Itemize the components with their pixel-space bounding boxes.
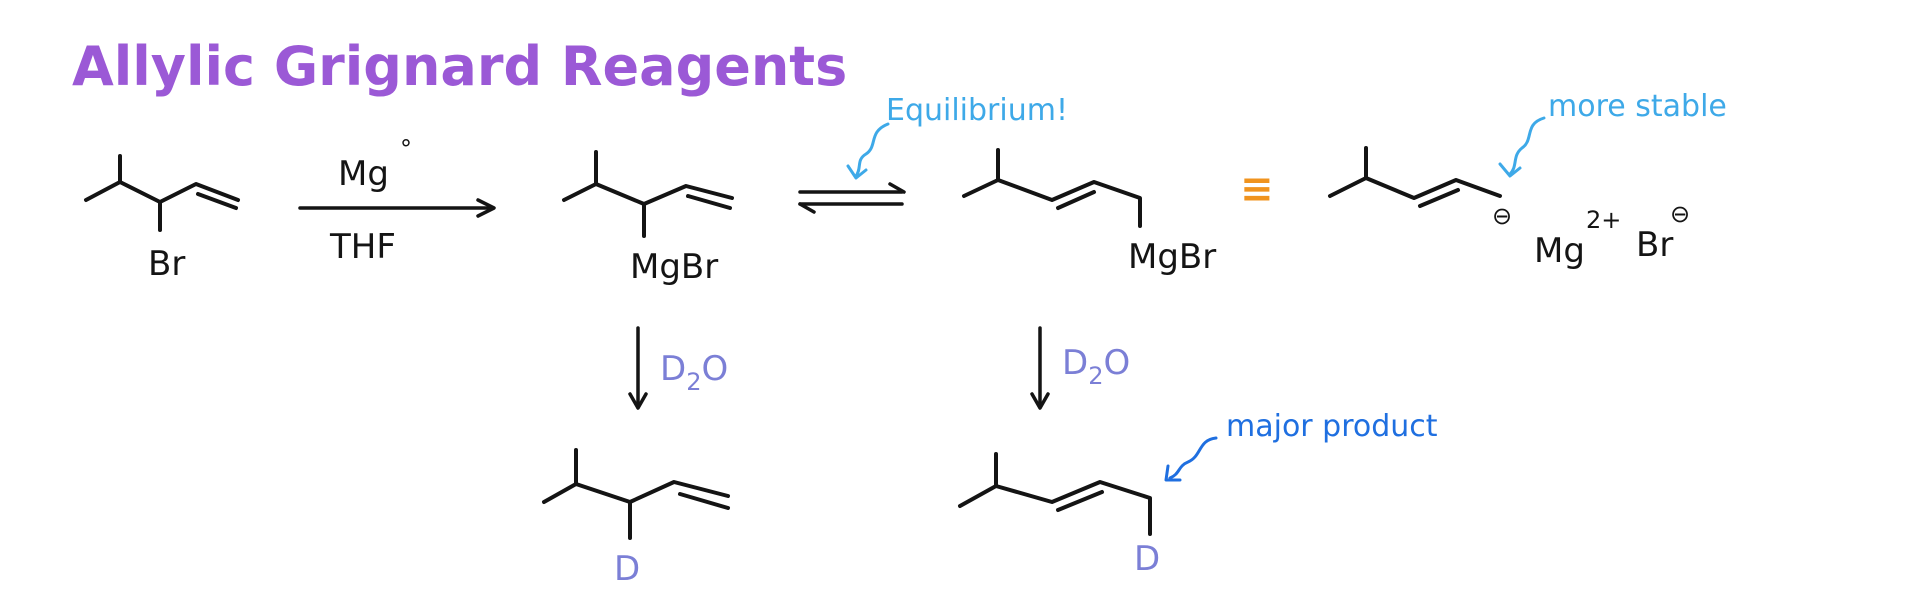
forward-arrow-head	[888, 182, 906, 194]
equilibrium-arrows	[798, 182, 906, 214]
double-bond	[1056, 190, 1096, 210]
double-bond	[686, 194, 732, 210]
equilibrium-annotation: Equilibrium!	[886, 93, 1068, 128]
reagent-thf: THF	[329, 227, 396, 267]
bond	[1328, 146, 1368, 198]
equivalence-sign: ≡	[1240, 166, 1274, 212]
branched-grignard-structure: MgBr	[562, 150, 734, 287]
deuterium-label-linear: D	[1134, 539, 1160, 579]
bond	[118, 180, 240, 204]
more-stable-callout-arrow	[1508, 116, 1546, 176]
reverse-arrow-head	[798, 202, 816, 214]
bond	[996, 178, 1142, 228]
mgbr-label-branched: MgBr	[630, 247, 718, 287]
major-product-annotation: major product	[1226, 409, 1438, 444]
double-bond	[678, 492, 730, 510]
major-product-callout-head	[1164, 464, 1182, 482]
reagent-mg: Mg	[338, 154, 389, 194]
bond	[962, 148, 1000, 198]
arrow-head	[628, 392, 648, 410]
magnesium-charge: 2+	[1586, 206, 1621, 234]
double-bond	[1418, 188, 1460, 208]
magnesium-cation: Mg	[1534, 231, 1585, 271]
bromide-charge: ⊖	[1670, 200, 1690, 228]
carbanion-charge: ⊖	[1492, 202, 1512, 230]
equilibrium-callout-arrow	[854, 122, 890, 178]
deuterium-label-branched: D	[614, 549, 640, 589]
page-title: Allylic Grignard Reagents	[72, 35, 847, 98]
arrow-head	[1030, 392, 1050, 410]
more-stable-annotation: more stable	[1548, 89, 1727, 124]
bond	[994, 480, 1152, 536]
bond	[958, 452, 998, 508]
double-bond	[196, 192, 238, 210]
bromide-anion: Br	[1636, 225, 1673, 265]
reagent-mg-degree: °	[400, 135, 412, 163]
equilibrium-callout-head	[846, 164, 868, 180]
allyl-anion-structure: ⊖ Mg 2+ Br ⊖	[1328, 146, 1690, 271]
bond	[562, 150, 598, 202]
quench-arrow-right: D2O	[1030, 326, 1130, 410]
more-stable-callout-head	[1498, 162, 1522, 178]
mgbr-label-linear: MgBr	[1128, 237, 1216, 277]
grignard-formation-arrow: Mg ° THF	[298, 135, 496, 267]
arrow-head	[476, 198, 496, 218]
bond	[84, 154, 122, 202]
bond	[1364, 176, 1502, 200]
d2o-label-left: D2O	[660, 349, 728, 396]
major-product-callout-arrow	[1168, 436, 1218, 480]
linear-deuterated-product: D	[958, 452, 1160, 579]
bromine-label: Br	[148, 244, 185, 284]
quench-arrow-left: D2O	[628, 326, 728, 410]
double-bond	[1056, 490, 1104, 512]
bond	[594, 182, 734, 206]
branched-deuterated-product: D	[542, 448, 730, 589]
linear-grignard-structure: MgBr	[962, 148, 1216, 277]
d2o-label-right: D2O	[1062, 343, 1130, 390]
bond	[574, 480, 730, 504]
allyl-bromide-structure: Br	[84, 154, 240, 284]
bond	[542, 448, 578, 504]
